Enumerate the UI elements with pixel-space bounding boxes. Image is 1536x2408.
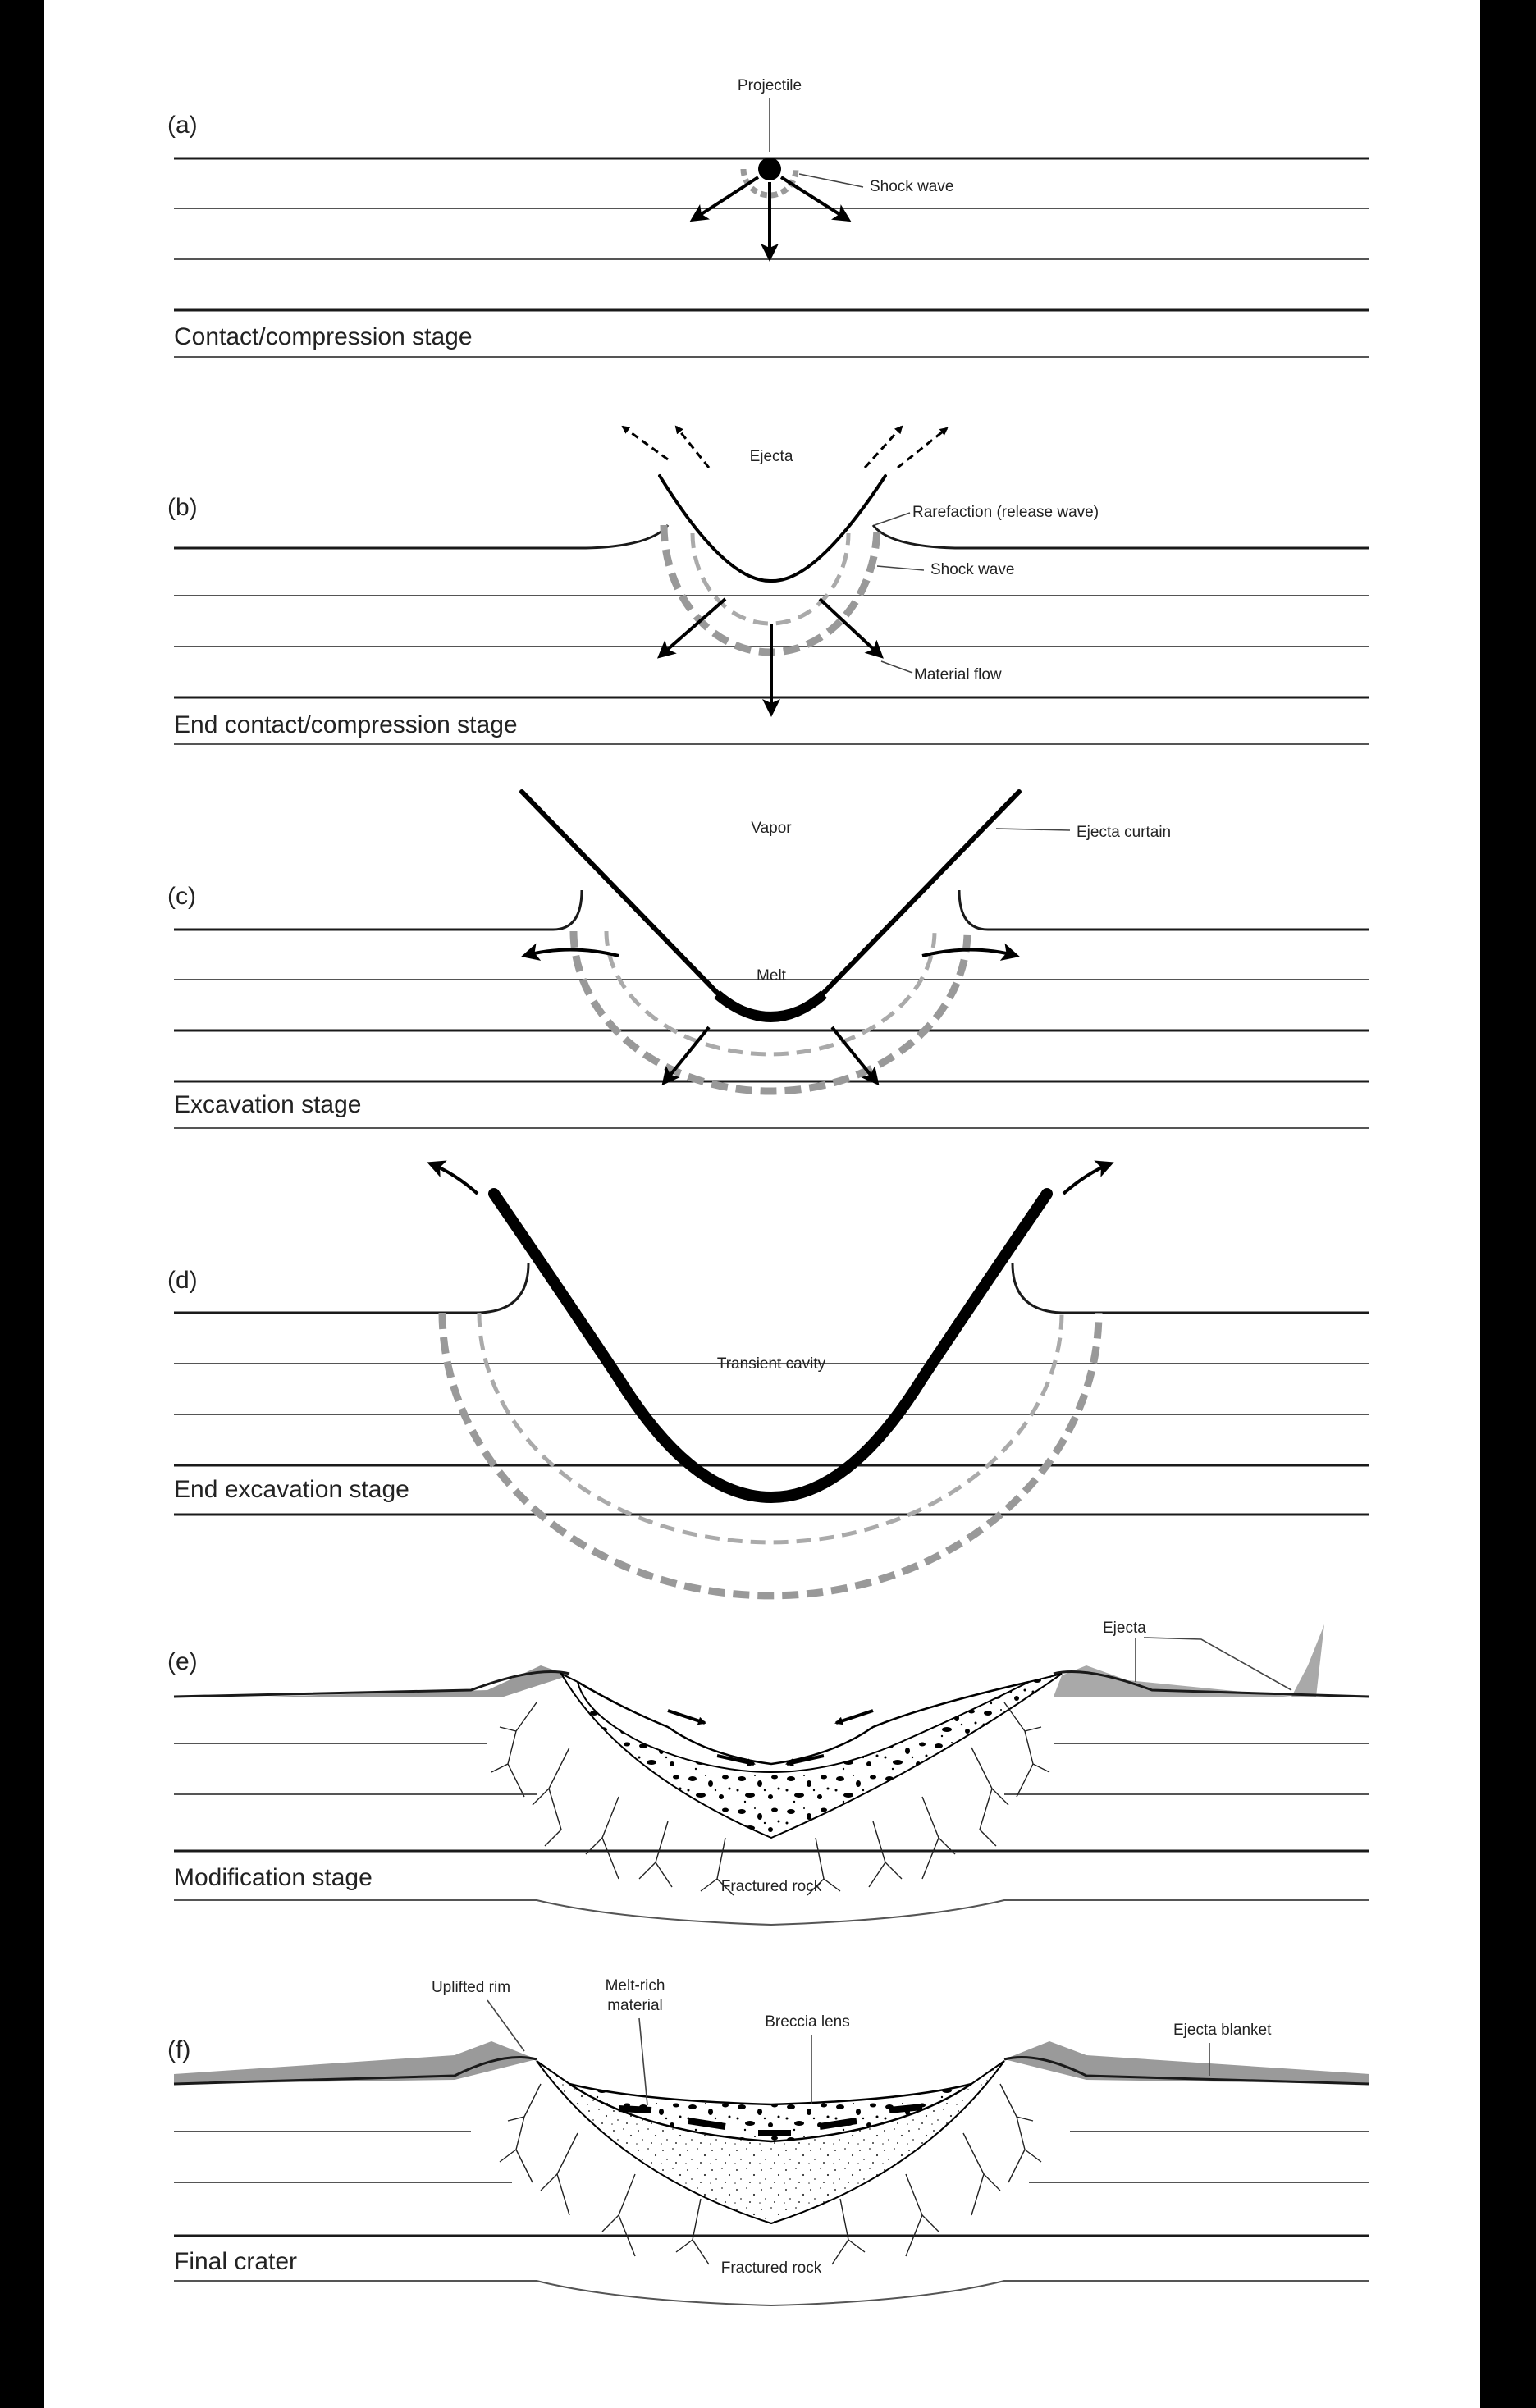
label-ejecta: Ejecta <box>1103 1620 1146 1637</box>
panel-letter: (e) <box>167 1648 198 1675</box>
label-breccia-lens: Breccia lens <box>765 2013 850 2031</box>
shock-wave-front <box>574 931 967 1091</box>
stage-title: End contact/compression stage <box>174 711 518 738</box>
left-dark-frame <box>0 0 44 2408</box>
panel-f: (f) Uplifted rim <box>167 1977 1369 2305</box>
panel-letter: (b) <box>167 494 198 521</box>
stage-title: Final crater <box>174 2248 297 2275</box>
right-dark-frame <box>1480 0 1536 2408</box>
stage-title: Excavation stage <box>174 1091 361 1118</box>
transient-crater <box>660 476 885 581</box>
label-material-flow: Material flow <box>914 666 1002 683</box>
figure-page: (a) Projectile Shock wave Contact/compre… <box>44 0 1480 2408</box>
panel-e: (e) Ejecta Fractured r <box>167 1620 1369 1925</box>
label-shock-wave: Shock wave <box>930 561 1014 578</box>
panel-d: (d) Transient cavity End excavation stag… <box>167 1163 1369 1596</box>
panel-letter: (a) <box>167 112 198 139</box>
stage-title: Contact/compression stage <box>174 323 473 350</box>
rarefaction-front <box>606 931 935 1054</box>
projectile-icon <box>758 158 781 180</box>
label-melt-rich-line2: material <box>607 1997 663 2014</box>
transient-cavity-wall <box>494 1194 1047 1497</box>
label-melt: Melt <box>757 967 787 985</box>
label-vapor: Vapor <box>751 820 792 837</box>
panel-letter: (f) <box>167 2036 190 2063</box>
label-projectile: Projectile <box>738 77 802 94</box>
panel-b: (b) Ejecta Rarefaction (release wave) Sh… <box>167 427 1369 744</box>
label-transient-cavity: Transient cavity <box>717 1355 826 1373</box>
label-fractured-rock: Fractured rock <box>721 1878 822 1895</box>
panel-c: (c) Vapor Ejecta curtain Melt Excavation… <box>167 792 1369 1128</box>
rarefaction-front <box>479 1313 1062 1542</box>
label-shock-wave: Shock wave <box>870 178 953 195</box>
impact-crater-diagram: (a) Projectile Shock wave Contact/compre… <box>44 0 1480 2408</box>
panel-letter: (c) <box>167 883 196 910</box>
rarefaction-front <box>693 533 848 624</box>
label-melt-rich-line1: Melt-rich <box>606 1977 665 1994</box>
label-rarefaction: Rarefaction (release wave) <box>912 504 1099 521</box>
panel-letter: (d) <box>167 1267 198 1294</box>
label-fractured-rock: Fractured rock <box>721 2259 822 2277</box>
panel-a: (a) Projectile Shock wave Contact/compre… <box>167 77 1369 357</box>
stage-title: End excavation stage <box>174 1476 409 1503</box>
label-ejecta: Ejecta <box>750 448 793 465</box>
stage-title: Modification stage <box>174 1864 373 1891</box>
label-uplifted-rim: Uplifted rim <box>432 1979 510 1996</box>
label-ejecta-blanket: Ejecta blanket <box>1173 2022 1272 2039</box>
label-ejecta-curtain: Ejecta curtain <box>1077 824 1171 841</box>
